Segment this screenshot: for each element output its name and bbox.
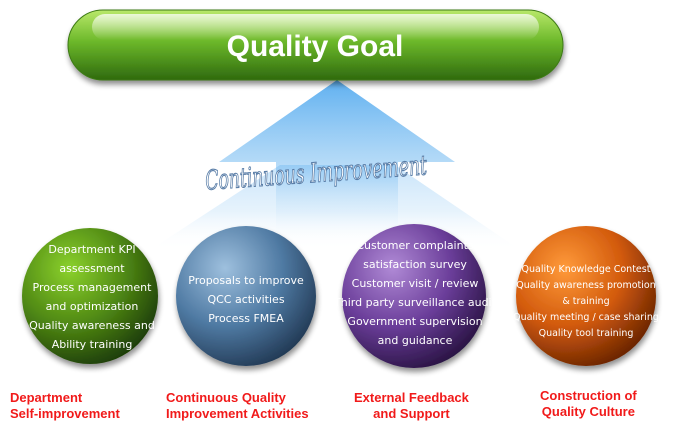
- caption-line: Self-improvement: [10, 406, 120, 421]
- pillar-text-external: Customer complaints satisfaction survey …: [330, 236, 500, 350]
- pillar-line: Quality meeting / case sharing: [513, 312, 659, 323]
- caption-line: Improvement Activities: [166, 406, 309, 421]
- caption-line: Department: [10, 390, 83, 405]
- pillar-line: Quality awareness and: [29, 319, 155, 332]
- pillar-text-continuous: Proposals to improve QCC activities Proc…: [176, 271, 316, 328]
- caption-culture: Construction of Quality Culture: [540, 388, 637, 420]
- pillar-text-culture: Quality Knowledge Contest Quality awaren…: [506, 262, 666, 342]
- caption-line: External Feedback: [354, 390, 469, 405]
- pillar-line: & training: [562, 296, 610, 307]
- pillar-line: Third party surveillance audit: [334, 296, 496, 309]
- pillar-line: Ability training: [51, 338, 133, 351]
- pillar-circle-external: [342, 224, 486, 368]
- page-title: Quality Goal: [227, 30, 404, 63]
- pillar-line: Government supervision: [347, 315, 483, 328]
- caption-continuous: Continuous Quality Improvement Activitie…: [166, 390, 309, 422]
- caption-line: and Support: [373, 406, 450, 421]
- pillar-circle-culture: [516, 226, 656, 366]
- pillar-line: Quality awareness promotion: [516, 280, 656, 291]
- caption-line: Quality Culture: [541, 404, 635, 419]
- pillar-line: Department KPI: [48, 243, 136, 256]
- pillar-circle-continuous: [176, 226, 316, 366]
- quality-goal-banner: [67, 9, 564, 81]
- pillar-line: Process FMEA: [208, 312, 284, 325]
- pillar-circle-department: [22, 228, 158, 364]
- pillar-line: assessment: [59, 262, 125, 275]
- pillar-line: Proposals to improve: [188, 274, 304, 287]
- pillar-line: Process management: [32, 281, 152, 294]
- pillar-text-department: Department KPI assessment Process manage…: [12, 240, 172, 354]
- pillar-line: and guidance: [377, 334, 453, 347]
- pillar-line: satisfaction survey: [363, 258, 467, 271]
- caption-line: Construction of: [540, 388, 637, 403]
- caption-line: Continuous Quality: [166, 390, 286, 405]
- pillar-line: and optimization: [45, 300, 139, 313]
- pillar-line: QCC activities: [207, 293, 285, 306]
- pillar-line: Customer complaints: [356, 239, 474, 252]
- pillar-line: Quality Knowledge Contest: [521, 264, 651, 275]
- caption-external: External Feedback and Support: [354, 390, 469, 422]
- caption-department: Department Self-improvement: [10, 390, 120, 422]
- pillar-line: Quality tool training: [538, 328, 634, 339]
- pillar-line: Customer visit / review: [351, 277, 479, 290]
